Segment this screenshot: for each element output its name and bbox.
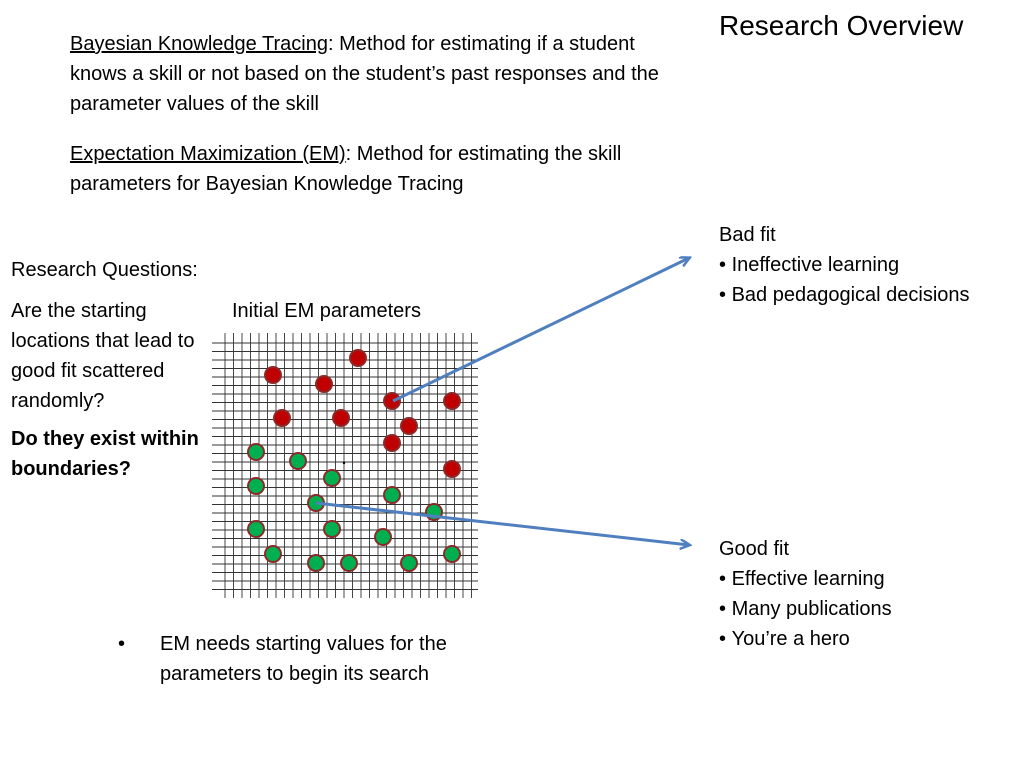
good-fit-point — [323, 469, 341, 487]
em-note-bullet: • — [118, 633, 126, 655]
bad-fit-point — [443, 460, 461, 478]
bad-fit-point — [264, 366, 282, 384]
bad-fit-point — [315, 375, 333, 393]
bad-fit-point — [273, 409, 291, 427]
bad-fit-panel: Bad fit Ineffective learning Bad pedagog… — [719, 220, 970, 310]
bad-fit-point — [383, 392, 401, 410]
grid-dot — [342, 461, 346, 465]
bad-fit-arrow — [392, 258, 689, 403]
bad-fit-item: Bad pedagogical decisions — [719, 280, 970, 310]
bad-fit-point — [349, 349, 367, 367]
slide-title: Research Overview — [719, 10, 964, 41]
good-fit-point — [289, 452, 307, 470]
definition-em-text: Method for estimating the skill paramete… — [70, 143, 622, 195]
definition-bkt-term: Bayesian Knowledge Tracing — [70, 33, 328, 55]
bad-fit-point — [383, 434, 401, 452]
definition-em-separator: : — [345, 143, 352, 165]
research-question-scatter: Are the starting locations that lead to … — [11, 300, 195, 412]
good-fit-point — [323, 520, 341, 538]
good-fit-point — [443, 545, 461, 563]
definition-em-term: Expectation Maximization (EM) — [70, 143, 346, 165]
good-fit-point — [247, 520, 265, 538]
good-fit-item: Many publications — [719, 594, 892, 624]
good-fit-point — [307, 554, 325, 572]
good-fit-point — [247, 443, 265, 461]
good-fit-point — [247, 477, 265, 495]
good-fit-point — [400, 554, 418, 572]
good-fit-point — [383, 486, 401, 504]
definition-bkt-separator: : — [327, 33, 334, 55]
grid-label: Initial EM parameters — [232, 300, 421, 322]
bad-fit-title: Bad fit — [719, 224, 776, 246]
good-fit-point — [340, 554, 358, 572]
bad-fit-point — [443, 392, 461, 410]
good-fit-item: You’re a hero — [719, 624, 892, 654]
em-note-text: EM needs starting values for the paramet… — [160, 633, 447, 685]
research-question-boundaries: Do they exist within boundaries? — [11, 428, 199, 480]
good-fit-title: Good fit — [719, 538, 790, 560]
good-fit-item: Effective learning — [719, 564, 892, 594]
good-fit-point — [374, 528, 392, 546]
good-fit-point — [264, 545, 282, 563]
definition-em: Expectation Maximization (EM): Method fo… — [70, 139, 670, 199]
good-fit-arrow — [315, 501, 689, 545]
bad-fit-point — [400, 417, 418, 435]
definition-bkt-text: Method for estimating if a student knows… — [70, 33, 659, 115]
bad-fit-item: Ineffective learning — [719, 250, 970, 280]
good-fit-panel: Good fit Effective learning Many publica… — [719, 534, 892, 654]
em-note: • EM needs starting values for the param… — [118, 629, 518, 689]
grid-lines — [212, 333, 478, 598]
definition-bkt: Bayesian Knowledge Tracing: Method for e… — [70, 29, 670, 119]
research-questions-heading: Research Questions: — [11, 259, 198, 281]
bad-fit-point — [332, 409, 350, 427]
